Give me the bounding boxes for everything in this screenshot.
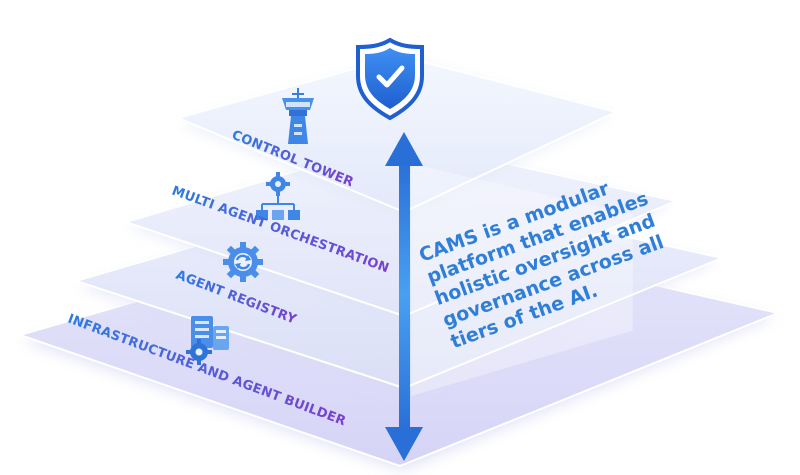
control-tower-icon: [282, 88, 314, 144]
description-panel: CAMS is a modular platform that enables …: [411, 164, 667, 397]
server-gear-icon: [186, 316, 229, 365]
hierarchy-gear-icon: [256, 172, 300, 220]
shield-check-icon: [356, 37, 424, 121]
sync-gear-icon: [223, 242, 263, 282]
vertical-double-arrow: [385, 132, 423, 461]
